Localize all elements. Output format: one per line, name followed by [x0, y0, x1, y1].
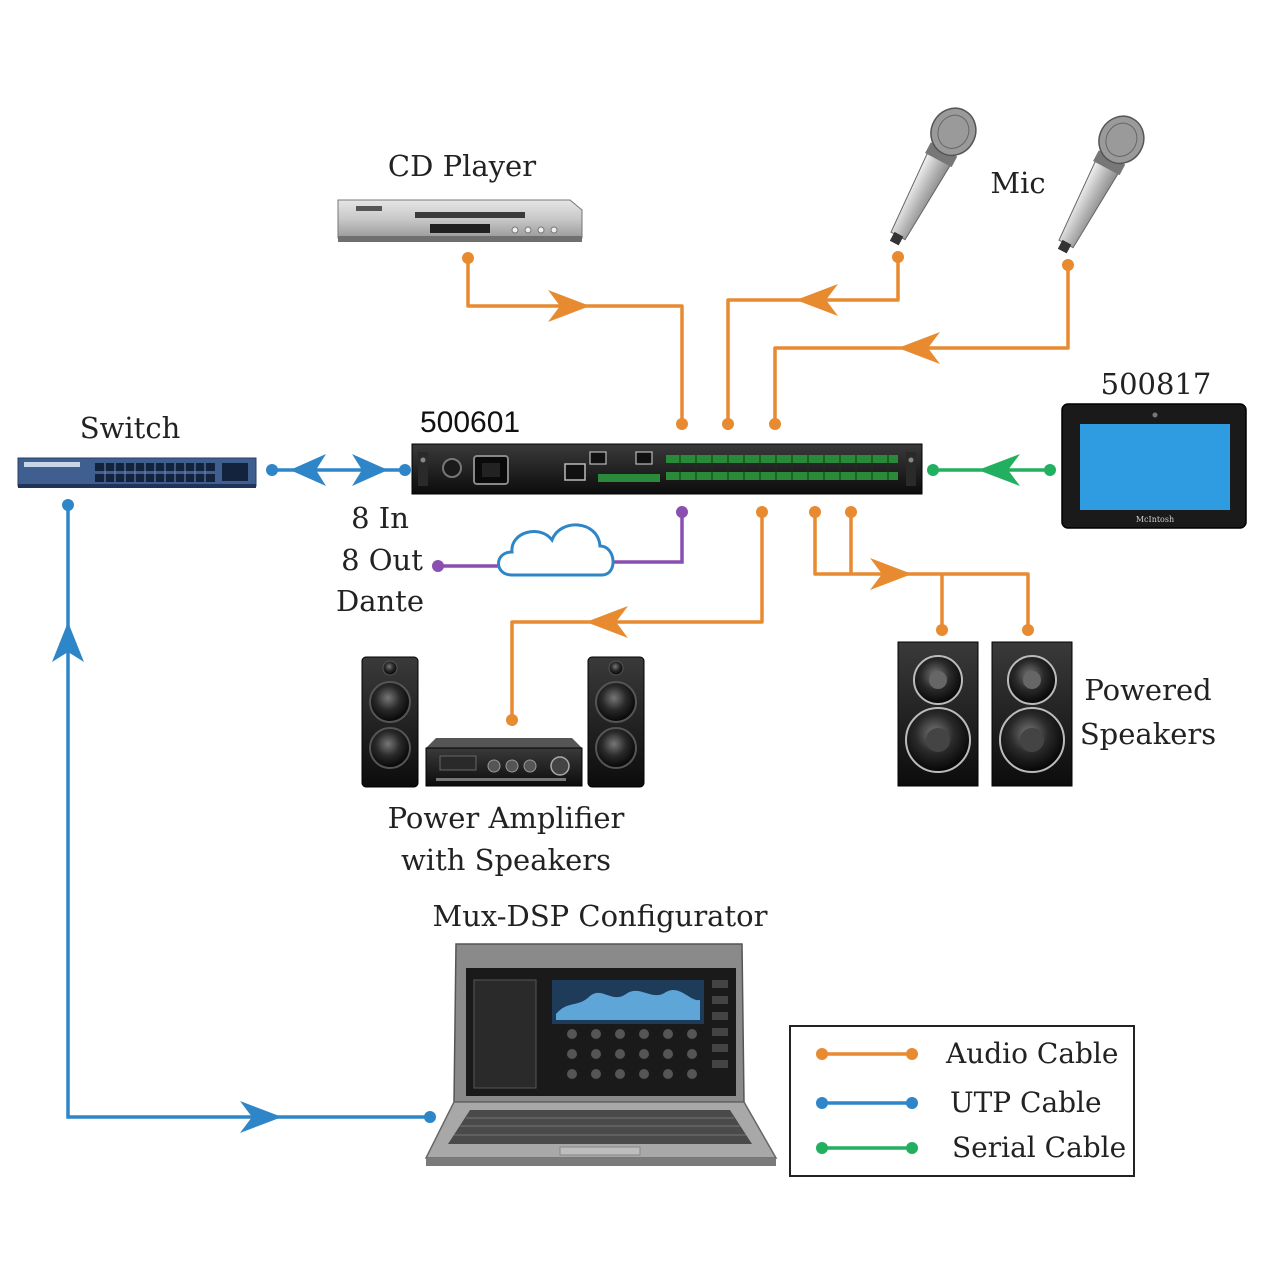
legend-item-serial: Serial Cable	[816, 1131, 1126, 1164]
cd-player-icon	[337, 199, 583, 242]
touch-panel-brand: McIntosh	[1136, 515, 1174, 524]
legend-item-audio: Audio Cable	[816, 1037, 1118, 1070]
dsp-model-label: 500601	[420, 406, 520, 439]
switch-label: Switch	[80, 411, 181, 445]
mic-label: Mic	[990, 166, 1045, 200]
cable-endpoints	[62, 251, 1074, 1123]
network-switch-icon	[17, 457, 257, 488]
dsp-unit-icon	[411, 443, 923, 495]
legend-label-serial: Serial Cable	[952, 1131, 1126, 1164]
dante-cloud-icon	[497, 523, 615, 577]
microphone-icon	[1057, 115, 1145, 254]
powered-speakers-label-line1: Powered	[1084, 673, 1211, 707]
microphone-icon	[889, 107, 977, 246]
dante-label-line2: 8 Out	[341, 543, 423, 577]
powered-speakers-icon	[897, 641, 1073, 787]
dante-link	[438, 512, 684, 568]
cd-player-label: CD Player	[388, 149, 536, 183]
amplifier-label-line1: Power Amplifier	[388, 801, 625, 835]
dante-label-line1: 8 In	[351, 501, 409, 535]
power-amplifier-icon	[361, 656, 645, 788]
amplifier-label-line2: with Speakers	[401, 843, 611, 877]
touch-panel-icon: McIntosh	[1061, 403, 1247, 529]
powered-speakers-label-line2: Speakers	[1080, 717, 1216, 751]
laptop-icon	[424, 943, 778, 1166]
configurator-label: Mux-DSP Configurator	[433, 899, 768, 933]
cable-arrows	[52, 284, 1020, 1133]
legend: Audio Cable UTP Cable Serial Cable	[789, 1025, 1135, 1177]
touch-panel-model-label: 500817	[1101, 367, 1212, 401]
legend-label-utp: UTP Cable	[950, 1086, 1102, 1119]
legend-label-audio: Audio Cable	[945, 1037, 1118, 1070]
legend-item-utp: UTP Cable	[816, 1086, 1102, 1119]
dante-label-line3: Dante	[336, 584, 424, 618]
